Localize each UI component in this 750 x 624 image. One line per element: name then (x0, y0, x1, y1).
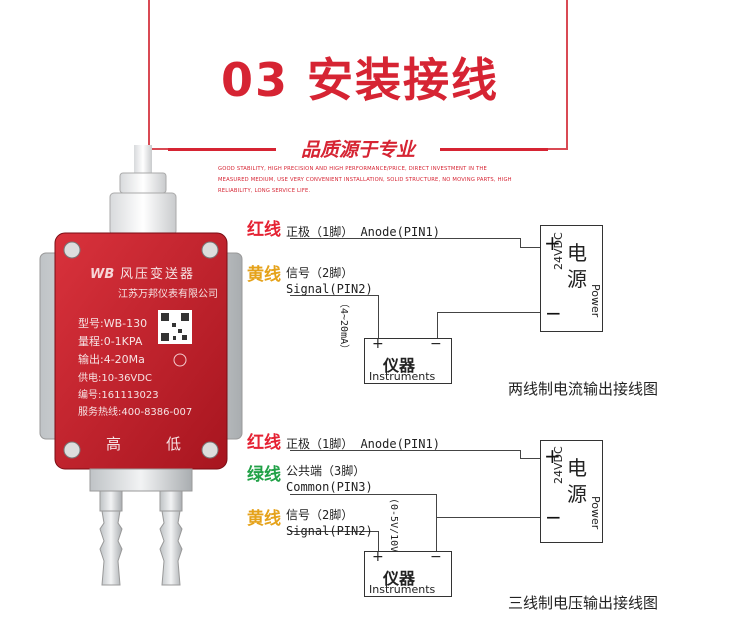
device-range: 量程:0-1KPA (78, 335, 143, 348)
transmitter-drawing (39, 145, 243, 586)
two-current-label: （4~20mA） (338, 298, 349, 355)
three-green-text-cn: 公共端（3脚） (286, 464, 366, 478)
three-wire-caption: 三线制电压输出接线图 (508, 594, 659, 612)
page-title: 03 安装接线 (220, 53, 500, 107)
three-yellow-text-en: Signal(PIN2) (286, 524, 373, 538)
port-low-label: 低 (166, 435, 182, 453)
two-inst-plus: + (372, 336, 384, 352)
wire-pin1-in (520, 247, 540, 248)
three-red-wire: 红线 (247, 433, 281, 453)
two-red-wire: 红线 (247, 220, 281, 240)
three-power-minus: − (545, 505, 562, 529)
three-power-plus: + (544, 444, 561, 468)
wire-pin2-top (290, 295, 378, 296)
wire3-common-down (436, 494, 437, 551)
wire-neg-return (437, 312, 438, 338)
wire3-pin1-down (520, 450, 521, 458)
two-power-minus: − (545, 301, 562, 325)
device-hotline: 服务热线:400-8386-007 (78, 407, 193, 418)
two-yellow-text-en: Signal(PIN2) (286, 282, 373, 296)
two-power-plus: + (544, 231, 561, 255)
two-power-supply (540, 225, 603, 332)
three-inst-minus: − (430, 549, 442, 565)
three-green-text-en: Common(PIN3) (286, 480, 373, 494)
three-green-wire: 绿线 (247, 465, 281, 485)
wire-pin2-down (378, 295, 379, 338)
three-yellow-text-cn: 信号（2脚） (286, 508, 354, 522)
wire3-common (290, 494, 436, 495)
port-high-label: 高 (106, 435, 122, 453)
device-output: 输出:4-20Ma (78, 353, 145, 366)
wire-pin1-top (290, 238, 520, 239)
two-inst-name: 仪器 (383, 356, 416, 375)
three-power-name: 电源 (567, 456, 587, 506)
three-inst-name: 仪器 (383, 569, 416, 588)
two-power-name: 电源 (567, 241, 587, 291)
wire3-pin1-top (290, 450, 520, 451)
wire3-common-right (436, 517, 540, 518)
two-red-text: 正极（1脚） Anode(PIN1) (286, 225, 440, 239)
wire3-pin2-down (378, 531, 379, 551)
three-red-text: 正极（1脚） Anode(PIN1) (286, 437, 440, 451)
wire3-pin1-in (520, 458, 540, 459)
two-power-en: Power (589, 284, 602, 318)
device-supply: 供电:10-36VDC (78, 373, 152, 384)
subtitle-bar: 品质源于专业 (148, 132, 568, 162)
three-yellow-wire: 黄线 (247, 509, 281, 529)
subtitle: 品质源于专业 (276, 135, 440, 162)
tagline: GOOD STABILITY, HIGH PRECISION AND HIGH … (218, 166, 512, 194)
device-company: 江苏万邦仪表有限公司 (118, 289, 218, 300)
transmitter-device: WB 风压变送器 江苏万邦仪表有限公司 型号:WB-130 量程:0-1KPA … (30, 145, 250, 615)
three-inst-plus: + (372, 549, 384, 565)
two-wire-caption: 两线制电流输出接线图 (508, 380, 659, 398)
subtitle-rule-left (168, 148, 278, 151)
subtitle-rule-right (438, 148, 548, 151)
three-instrument (364, 551, 452, 597)
two-inst-minus: − (430, 336, 442, 352)
two-instrument (364, 338, 452, 384)
three-voltage: 24VDC (552, 446, 565, 484)
two-yellow-wire: 黄线 (247, 265, 281, 285)
three-inst-en: Instruments (369, 583, 436, 596)
device-model: 型号:WB-130 (78, 317, 148, 330)
three-power-supply (540, 440, 603, 543)
wire-neg-top (437, 312, 540, 313)
wire-pin1-down (520, 238, 521, 247)
three-power-en: Power (589, 496, 602, 530)
device-name: 风压变送器 (120, 267, 196, 282)
device-logo: WB (90, 267, 115, 282)
two-voltage: 24VDC (552, 232, 565, 270)
qr-code (158, 310, 192, 344)
two-yellow-text-cn: 信号（2脚） (286, 266, 354, 280)
wire3-pin2-top (290, 531, 378, 532)
device-serial: 编号:161113023 (78, 390, 159, 401)
title-frame: 03 安装接线 (148, 0, 568, 150)
two-inst-en: Instruments (369, 370, 436, 383)
